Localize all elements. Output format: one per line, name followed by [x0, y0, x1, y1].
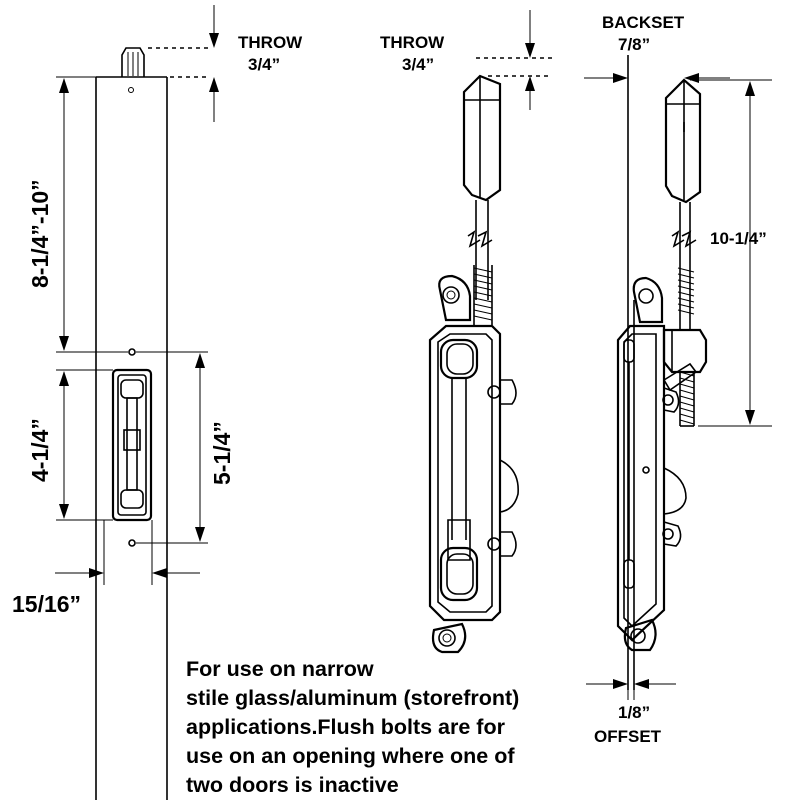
offset-value: 1/8”: [618, 703, 650, 722]
width-label: 15/16”: [12, 591, 81, 617]
height-holes-dimension: [136, 351, 208, 544]
width-dimension: [55, 520, 200, 585]
usage-note-line: two doors is inactive: [186, 773, 399, 797]
usage-note: For use on narrow stile glass/aluminum (…: [186, 655, 606, 800]
usage-note-line: applications.Flush bolts are for: [186, 715, 505, 739]
throw-mid-dimension: [476, 10, 552, 110]
usage-note-line: stile glass/aluminum (storefront): [186, 686, 520, 710]
height-top-label: 8-1/4”-10”: [27, 179, 53, 288]
flush-bolt-side-view: [616, 55, 708, 690]
rod-length-label: 10-1/4”: [710, 229, 767, 248]
throw-mid-label: THROW: [380, 33, 445, 52]
throw-left-value: 3/4”: [248, 55, 280, 74]
height-plate-label: 4-1/4”: [27, 418, 53, 482]
backset-value: 7/8”: [618, 35, 650, 54]
throw-mid-value: 3/4”: [402, 55, 434, 74]
flush-bolt-perspective: [428, 74, 519, 654]
usage-note-line: For use on narrow: [186, 657, 374, 681]
height-plate-dimension: [56, 369, 113, 521]
backset-label: BACKSET: [602, 13, 685, 32]
throw-left-label: THROW: [238, 33, 303, 52]
height-holes-label: 5-1/4”: [209, 421, 235, 485]
usage-note-line: use on an opening where one of: [186, 744, 515, 768]
offset-label: OFFSET: [594, 727, 662, 746]
backset-dimension: [584, 73, 730, 83]
stile-front-view: [95, 47, 168, 800]
rod-length-dimension: [690, 79, 772, 427]
height-top-dimension: [56, 76, 128, 353]
throw-left-dimension: [148, 5, 219, 122]
offset-dimension: [586, 679, 676, 700]
rod-thread: [473, 265, 493, 325]
